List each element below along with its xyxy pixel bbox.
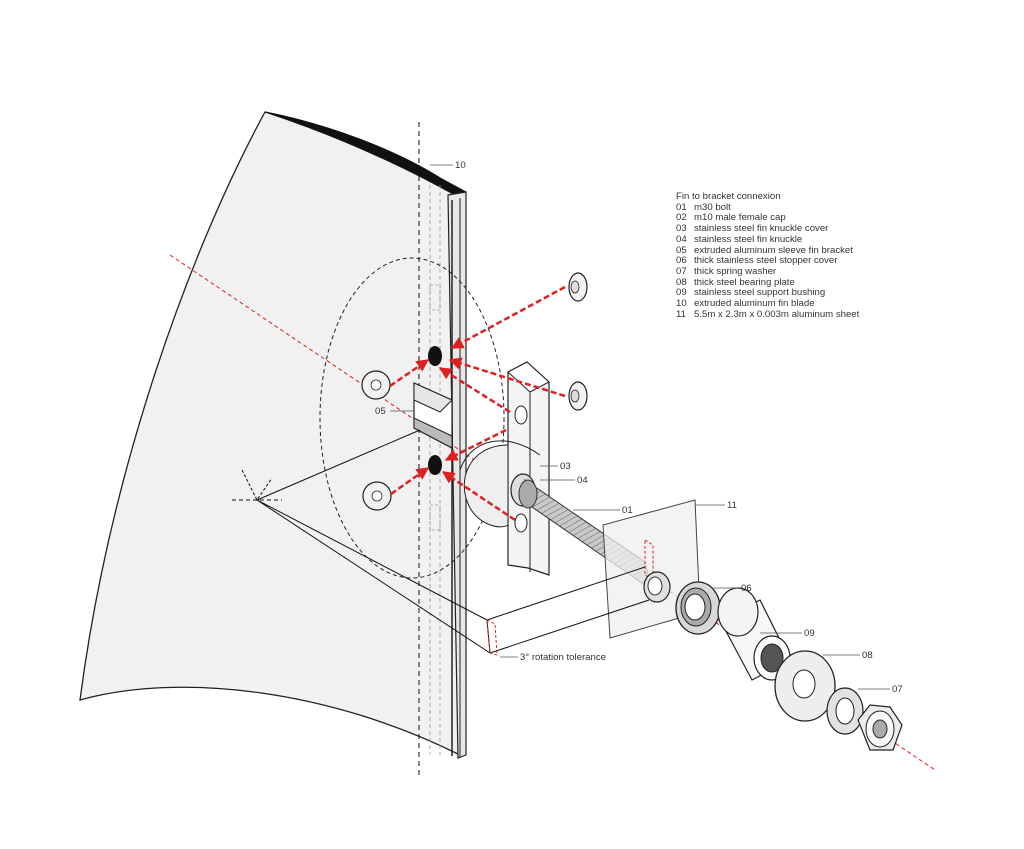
stopper-cover-06 [675,581,721,635]
fin-blade-surface [79,111,461,757]
m30-nut-rear [857,704,903,751]
callout-03: 03 [560,461,571,472]
female-cap-left-bottom [362,481,392,511]
callout-leaders [390,164,890,690]
callout-07: 07 [892,684,903,695]
fin-bolt-hole-upper [428,346,442,366]
rotation-marker-small [486,619,498,656]
callout-10: 10 [455,160,466,171]
callout-06: 06 [741,583,752,594]
rotation-tolerance-label: 3° rotation tolerance [520,652,606,663]
female-cap-right-mid [568,381,588,411]
callout-01: 01 [622,505,633,516]
bearing-plate-08 [774,650,836,722]
fin-bolt-hole-lower [428,455,442,475]
callout-04: 04 [577,475,588,486]
fin-blade [79,111,467,759]
assembly-arrows [389,285,566,522]
spring-washer-07 [826,687,864,735]
sleeve-fin-bracket [413,382,453,449]
rotation-marker [644,539,654,581]
callout-05: 05 [375,406,386,417]
female-cap-right-top [568,272,588,302]
callout-08: 08 [862,650,873,661]
support-bushing-09 [717,587,791,681]
fin-knuckle-plate [459,361,550,576]
female-cap-left-top [361,370,391,400]
callout-09: 09 [804,628,815,639]
rotation-zone-ellipse [319,257,505,579]
fin-knuckle-cover [463,444,509,528]
legend-title: Fin to bracket connexion [676,191,781,202]
m30-nut-front [643,571,671,603]
rotation-tolerance-lines [232,429,650,654]
callout-11: 11 [727,500,737,511]
